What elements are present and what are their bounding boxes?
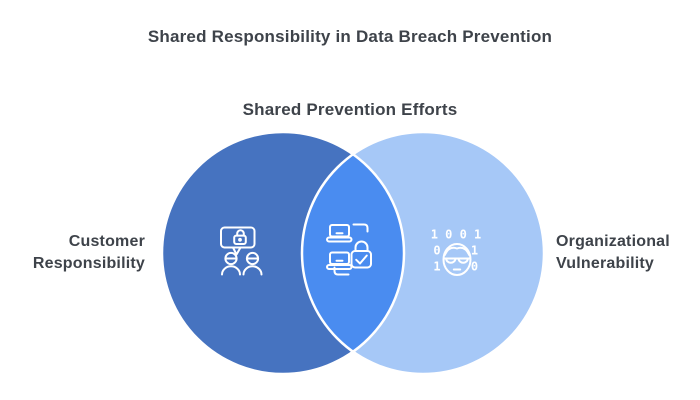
binary-row-3-right: 0 (471, 260, 478, 274)
binary-row-2-left: 0 (433, 244, 440, 258)
overlap-label: Shared Prevention Efforts (242, 100, 458, 119)
hacker-face (442, 243, 472, 276)
hacker-binary-icon: 1 0 0 1 0 1 1 0 (431, 228, 482, 276)
binary-row-1: 1 0 0 1 (431, 228, 482, 242)
left-circle-outline (160, 130, 406, 376)
secure-chat-users-icon (220, 226, 263, 276)
diagram-title: Shared Responsibility in Data Breach Pre… (147, 27, 553, 46)
overlap-region (302, 132, 404, 374)
binary-row-2-right: 1 (471, 244, 478, 258)
left-circle-label: Customer Responsibility (32, 233, 145, 272)
devices-sync-lock-icon (326, 223, 372, 276)
right-circle-label: Organizational Vulnerability (556, 233, 670, 272)
right-circle-outline (300, 130, 546, 376)
binary-row-3-left: 1 (433, 260, 440, 274)
